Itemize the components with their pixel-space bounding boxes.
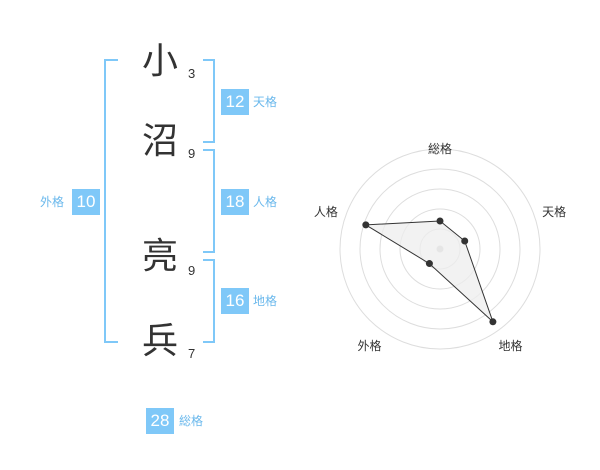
radar-point-5 — [362, 221, 370, 229]
chikaku-bracket — [203, 259, 215, 343]
radar-grid-ring — [359, 168, 521, 330]
tenkaku-value: 12 — [221, 89, 249, 115]
gaikaku-bracket — [104, 59, 118, 343]
name-char-4: 兵 — [141, 321, 178, 362]
soukaku-label: 総格 — [179, 414, 204, 428]
stroke-count-2: 9 — [188, 146, 196, 161]
radar-axis-label-5: 人格 — [314, 204, 338, 219]
stroke-count-1: 3 — [188, 66, 196, 81]
name-char-1: 小 — [141, 41, 178, 82]
radar-axis-label-4: 外格 — [357, 338, 381, 353]
radar-point-3 — [489, 318, 497, 326]
jinkaku-value: 18 — [221, 189, 249, 215]
tenkaku-bracket — [203, 59, 215, 143]
radar-point-2 — [461, 237, 469, 245]
chikaku-label: 地格 — [253, 294, 278, 308]
gaikaku-value: 10 — [72, 189, 100, 215]
jinkaku-bracket — [203, 149, 215, 253]
radar-point-4 — [425, 260, 433, 268]
radar-grid-ring — [379, 188, 501, 310]
jinkaku-label: 人格 — [253, 195, 278, 209]
name-char-3: 亮 — [141, 236, 178, 277]
gaikaku-label: 外格 — [40, 195, 65, 209]
radar-series-area — [364, 220, 494, 323]
tenkaku-label: 天格 — [253, 95, 278, 109]
stroke-count-4: 7 — [188, 346, 196, 361]
radar-point-1 — [436, 217, 444, 225]
soukaku-value: 28 — [146, 408, 174, 434]
radar-grid-ring — [399, 208, 481, 290]
radar-axis-label-1: 総格 — [428, 141, 452, 156]
radar-axis-label-3: 地格 — [498, 338, 522, 353]
radar-axis-label-2: 天格 — [542, 204, 566, 219]
chikaku-value: 16 — [221, 288, 249, 314]
name-char-2: 沼 — [141, 121, 178, 162]
radar-grid-ring — [339, 148, 541, 350]
stroke-count-3: 9 — [188, 263, 196, 278]
